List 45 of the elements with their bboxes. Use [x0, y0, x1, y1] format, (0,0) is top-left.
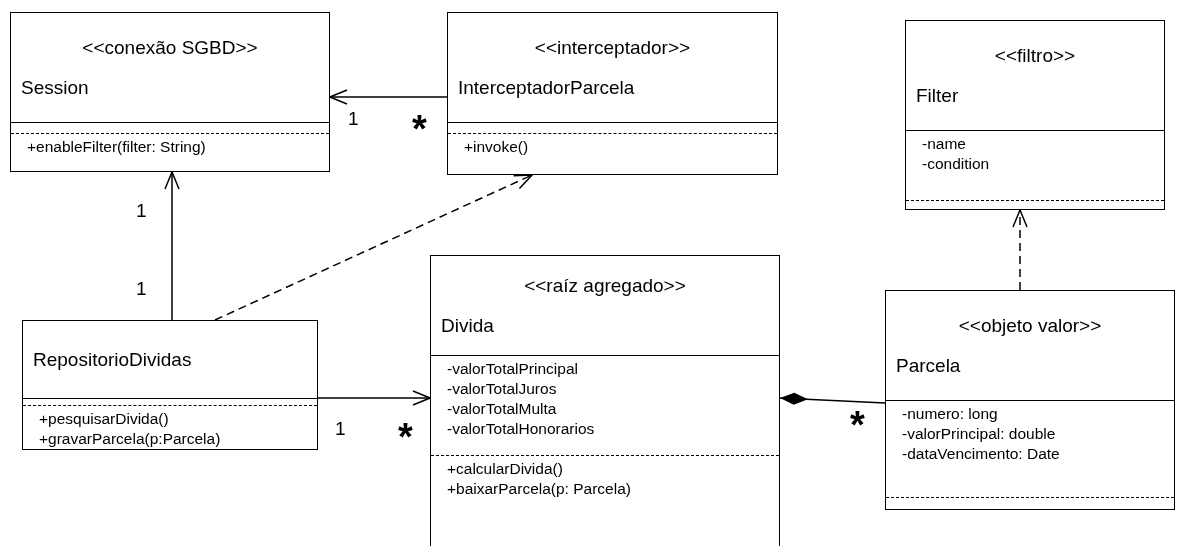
class-box [22, 320, 318, 450]
dashed-arrow [1012, 209, 1028, 291]
composition-line [779, 392, 886, 405]
stereotype-label: <<conexão SGBD>> [82, 36, 258, 59]
stereotype-label: <<objeto valor>> [958, 314, 1102, 337]
stereotype-label: <<interceptador>> [534, 36, 691, 59]
class-name: Session [20, 76, 90, 99]
class-box [905, 20, 1165, 210]
method-text: +baixarParcela(p: Parcela) [447, 480, 632, 498]
method-text: +invoke() [464, 138, 530, 156]
arrow [164, 171, 180, 321]
attribute-text: -valorTotalJuros [447, 380, 558, 398]
stereotype-label: <<filtro>> [994, 44, 1076, 67]
arrow [317, 390, 431, 406]
attribute-text: -condition [922, 155, 991, 173]
class-box [885, 290, 1175, 510]
multiplicity-label: 1 [136, 278, 147, 300]
attribute-text: -name [922, 135, 967, 153]
class-box [447, 12, 778, 175]
class-name: RepositorioDividas [32, 348, 193, 371]
multiplicity-label: 1 [348, 108, 359, 130]
dashed-arrow [214, 174, 533, 321]
attribute-text: -valorTotalPrincipal [447, 360, 579, 378]
multiplicity-label: * [398, 418, 413, 456]
multiplicity-label: 1 [136, 200, 147, 222]
method-text: +gravarParcela(p:Parcela) [39, 430, 222, 448]
attribute-text: -numero: long [902, 405, 999, 423]
class-name: Parcela [895, 354, 962, 377]
class-name: Divida [440, 314, 495, 337]
stereotype-label: <<raíz agregado>> [524, 274, 686, 297]
class-box [430, 255, 780, 546]
multiplicity-label: * [412, 110, 427, 148]
attribute-text: -dataVencimento: Date [902, 445, 1061, 463]
arrow [329, 89, 448, 105]
class-name: Filter [915, 84, 960, 107]
multiplicity-label: 1 [335, 418, 346, 440]
attribute-text: -valorPrincipal: double [902, 425, 1057, 443]
attribute-text: -valorTotalMulta [447, 400, 558, 418]
attribute-text: -valorTotalHonorarios [447, 420, 596, 438]
multiplicity-label: * [850, 406, 865, 444]
class-box [10, 12, 330, 172]
method-text: +enableFilter(filter: String) [27, 138, 207, 156]
method-text: +pesquisarDivida() [39, 410, 170, 428]
method-text: +calcularDivida() [447, 460, 564, 478]
class-name: InterceptadorParcela [457, 76, 636, 99]
